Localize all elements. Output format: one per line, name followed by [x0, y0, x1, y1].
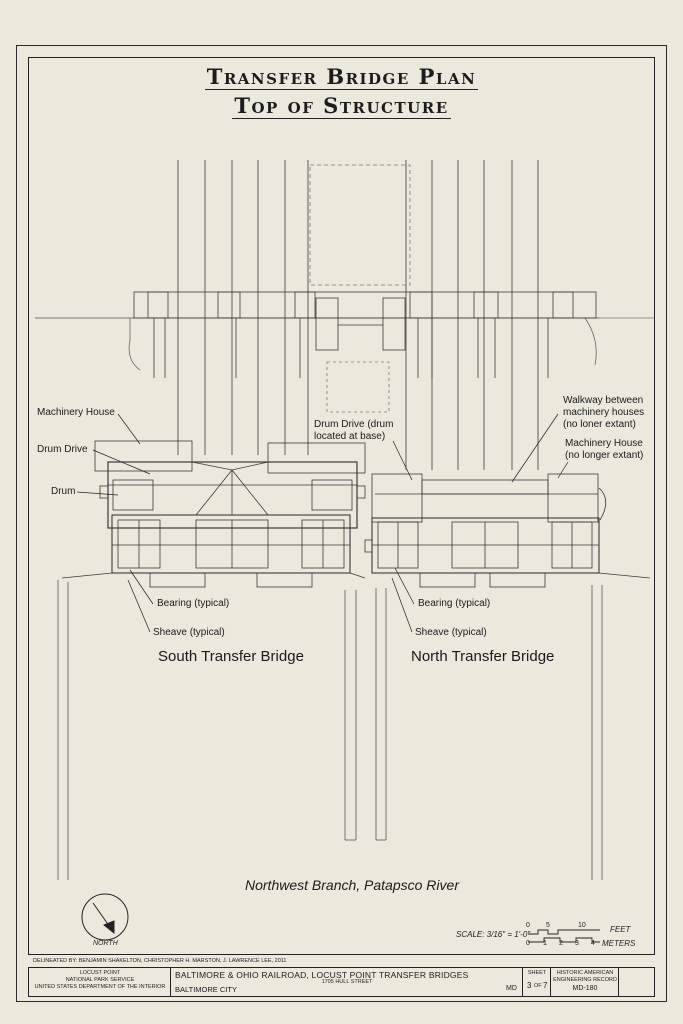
- title-line-1: Transfer Bridge Plan: [204, 64, 479, 90]
- title-block: LOCUST POINT NATIONAL PARK SERVICE UNITE…: [28, 967, 655, 997]
- label-north-transfer-bridge: North Transfer Bridge: [411, 648, 555, 665]
- north-bridge-plan: [364, 473, 651, 588]
- title-block-sheet: SHEET 3 OF 7: [523, 968, 551, 996]
- label-sheave-north: Sheave (typical): [415, 627, 487, 638]
- pile-lines: [57, 580, 603, 880]
- sheet-outer-border: [16, 45, 667, 1002]
- label-walkway: Walkway between machinery houses (no lon…: [563, 395, 645, 430]
- south-bridge-plan: [61, 440, 366, 588]
- label-drum-drive-base: Drum Drive (drum located at base): [314, 419, 394, 442]
- label-south-transfer-bridge: South Transfer Bridge: [158, 648, 304, 665]
- scale-meter-tick-0: 0: [526, 940, 530, 947]
- scale-meter-tick-1: 1: [543, 940, 547, 947]
- label-sheave-south: Sheave (typical): [153, 627, 225, 638]
- title-block-agency: LOCUST POINT NATIONAL PARK SERVICE UNITE…: [29, 968, 171, 996]
- scale-meters-label: METERS: [602, 939, 636, 948]
- label-drum-drive: Drum Drive: [37, 444, 88, 455]
- label-river: Northwest Branch, Patapsco River: [245, 877, 459, 893]
- title-block-project: BALTIMORE & OHIO RAILROAD, LOCUST POINT …: [171, 968, 523, 996]
- title-line-2: Top of Structure: [232, 93, 451, 119]
- track-lines: [177, 160, 539, 470]
- north-arrow: [81, 893, 129, 941]
- label-machinery-house-no-longer-extant: Machinery House (no longer extant): [565, 438, 644, 461]
- scale-meter-tick-4: 4: [591, 940, 595, 947]
- delineated-by: DELINEATED BY: BENJAMIN SHAKELTON, CHRIS…: [33, 958, 287, 964]
- scale-feet-tick-10: 10: [578, 922, 586, 929]
- scale-text: SCALE: 3/16" = 1'-0": [456, 930, 531, 939]
- label-bearing-north: Bearing (typical): [418, 598, 491, 609]
- north-arrow-label: NORTH: [93, 940, 118, 947]
- label-drum: Drum: [51, 486, 76, 497]
- scale-feet-label: FEET: [610, 925, 631, 934]
- scale-bar: [528, 929, 600, 943]
- scale-feet-tick-5: 5: [546, 922, 550, 929]
- label-bearing-south: Bearing (typical): [157, 598, 230, 609]
- leader-lines: [76, 413, 569, 633]
- label-machinery-house: Machinery House: [37, 407, 115, 418]
- sheet-inner-border: [28, 57, 655, 955]
- scale-meter-tick-2: 2: [559, 940, 563, 947]
- scale-feet-tick-0: 0: [526, 922, 530, 929]
- scale-meter-tick-3: 3: [575, 940, 579, 947]
- title-block-record: HISTORIC AMERICAN ENGINEERING RECORD MD-…: [551, 968, 619, 996]
